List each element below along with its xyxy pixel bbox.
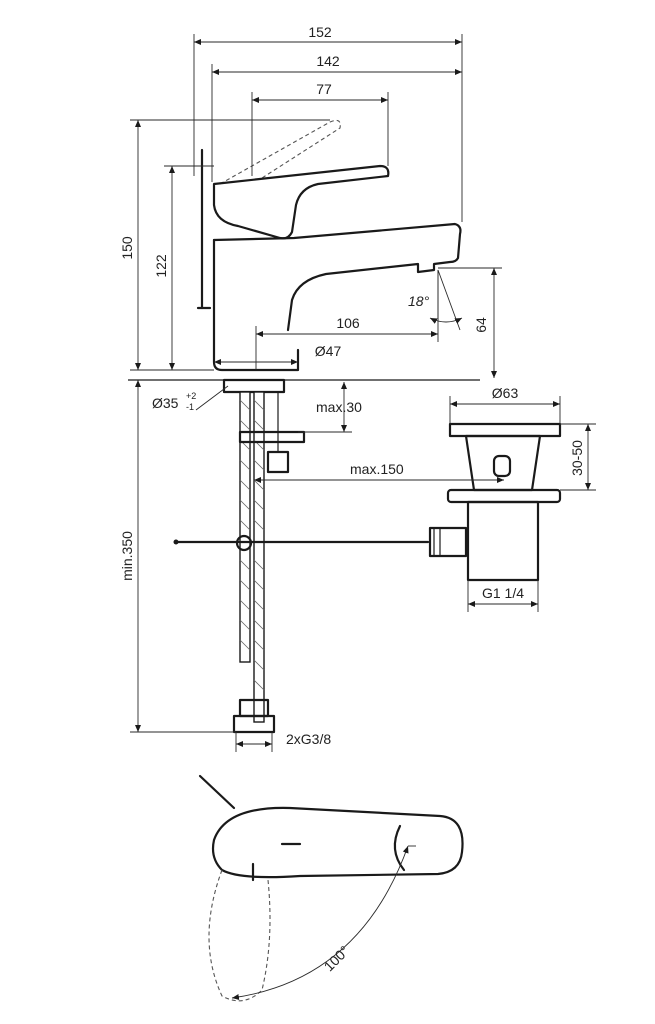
dim-lever-height: 122 — [153, 254, 169, 278]
spout — [212, 222, 462, 332]
fixing-nut — [266, 450, 290, 474]
dim-body-to-spout: 142 — [316, 53, 340, 69]
fixing-plate — [238, 430, 306, 444]
supply-assembly — [232, 391, 306, 734]
waste-plug — [448, 422, 562, 438]
waste-body — [466, 500, 540, 582]
dim-spout-projection: 106 — [336, 315, 360, 331]
dim-max-deck: max.30 — [316, 399, 362, 415]
dim-spout-angle: 18° — [408, 293, 430, 309]
dim-hole-diameter: Ø35 — [152, 395, 179, 411]
faucet-top-view — [198, 774, 464, 1002]
dim-waste-diameter: Ø63 — [492, 385, 519, 401]
dim-waste-thread: G1 1/4 — [482, 585, 524, 601]
dimension-labels: 152 142 77 150 122 106 64 18° Ø47 Ø35 +2… — [119, 24, 585, 974]
dim-lever-reach: 77 — [316, 81, 332, 97]
lever-handle — [212, 164, 390, 240]
dim-hose-connection: 2xG3/8 — [286, 731, 331, 747]
dim-overall-width: 152 — [308, 24, 332, 40]
base-flange — [222, 378, 286, 394]
lever-top — [211, 806, 464, 879]
dim-max-waste: max.150 — [350, 461, 404, 477]
lever-raised-ghost — [219, 119, 341, 185]
dim-lever-rotation: 100° — [321, 943, 353, 975]
faucet-side-view — [128, 119, 480, 394]
dim-min-hose: min.350 — [119, 531, 135, 581]
dim-spout-clearance: 64 — [473, 317, 489, 333]
dim-body-diameter: Ø47 — [315, 343, 342, 359]
dimension-lines — [130, 34, 596, 752]
dim-hole-tol-minus: -1 — [186, 402, 194, 412]
dim-overall-height: 150 — [119, 236, 135, 260]
dim-hole-tol-plus: +2 — [186, 391, 196, 401]
dim-waste-lift: 30-50 — [569, 440, 585, 476]
popup-waste — [173, 422, 562, 582]
